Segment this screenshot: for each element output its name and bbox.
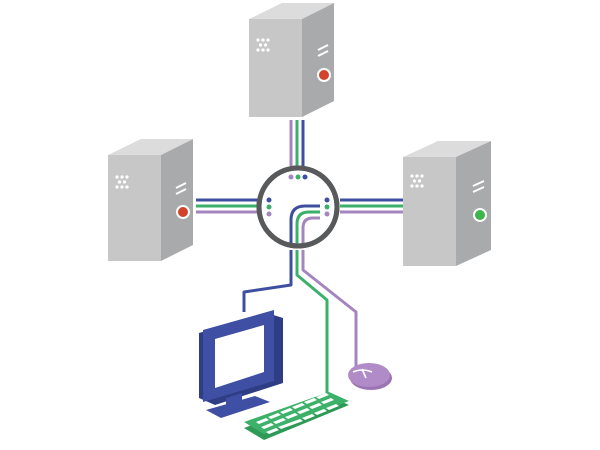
- monitor: [199, 310, 283, 418]
- server-top: [249, 3, 334, 117]
- mouse: [348, 363, 392, 390]
- port-dots-left: [266, 197, 272, 217]
- vent-icon: [410, 174, 424, 188]
- cable-left-server: [196, 198, 258, 214]
- keyboard-keys: [256, 393, 339, 434]
- vent-icon: [256, 38, 270, 52]
- cable-keyboard: [295, 250, 329, 395]
- vent-icon: [115, 175, 129, 189]
- power-led-red-icon: [176, 205, 190, 219]
- cable-top-server: [289, 120, 305, 166]
- port-dots-right: [324, 197, 330, 217]
- kvm-switch: [256, 165, 340, 249]
- port-dots-top: [288, 174, 308, 180]
- cable-right-server: [340, 198, 404, 214]
- server-left: [108, 139, 193, 261]
- cable-mouse: [301, 250, 358, 368]
- keyboard: [244, 392, 349, 440]
- server-right: [403, 141, 491, 266]
- power-led-red-icon: [317, 68, 331, 82]
- cable-monitor: [242, 250, 293, 312]
- power-led-green-icon: [473, 208, 487, 222]
